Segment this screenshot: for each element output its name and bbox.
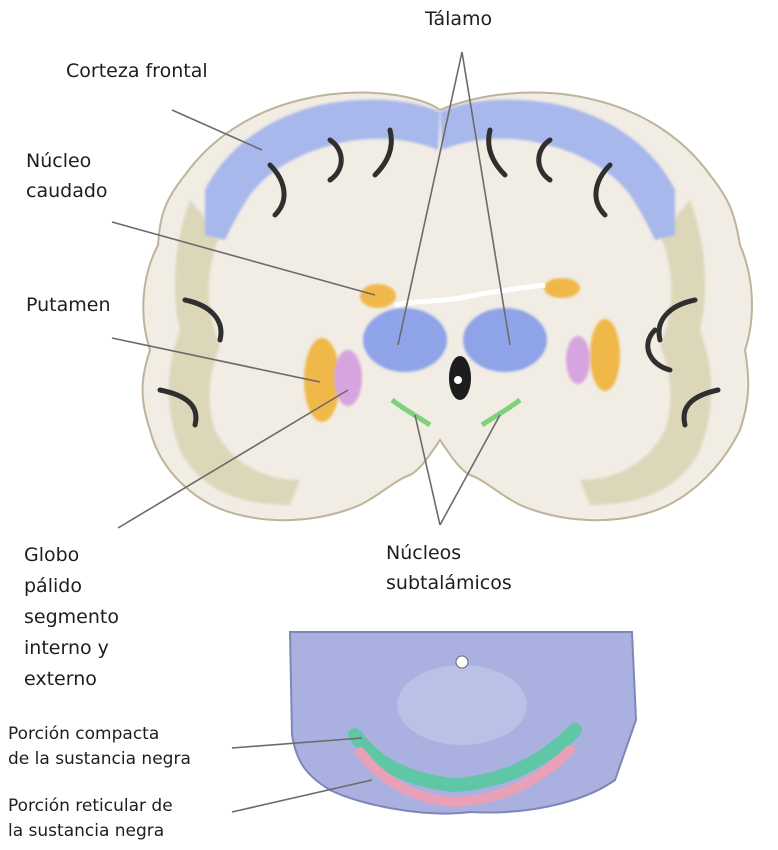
globus-pallidus-right	[566, 336, 590, 384]
ventricle-highlight	[454, 376, 462, 384]
label-porcion-reticular: Porción reticular de la sustancia negra	[8, 794, 173, 844]
label-globo-palido: Globo pálido segmento interno y externo	[24, 540, 119, 695]
label-porcion-compacta: Porción compacta de la sustancia negra	[8, 722, 191, 772]
globus-pallidus-left	[334, 350, 362, 406]
caudate-left	[360, 284, 396, 308]
label-putamen: Putamen	[26, 290, 111, 320]
midbrain-core	[397, 665, 527, 745]
label-nucleos-subtalamicos: Núcleos subtalámicos	[386, 538, 512, 598]
caudate-right	[544, 278, 580, 298]
label-corteza-frontal: Corteza frontal	[66, 56, 208, 86]
aqueduct	[456, 656, 468, 668]
coronal-section	[143, 93, 752, 521]
putamen-right	[590, 319, 620, 391]
label-nucleo-caudado: Núcleo caudado	[26, 146, 108, 206]
label-talamo: Tálamo	[425, 4, 492, 34]
thalamus-left	[363, 308, 447, 372]
